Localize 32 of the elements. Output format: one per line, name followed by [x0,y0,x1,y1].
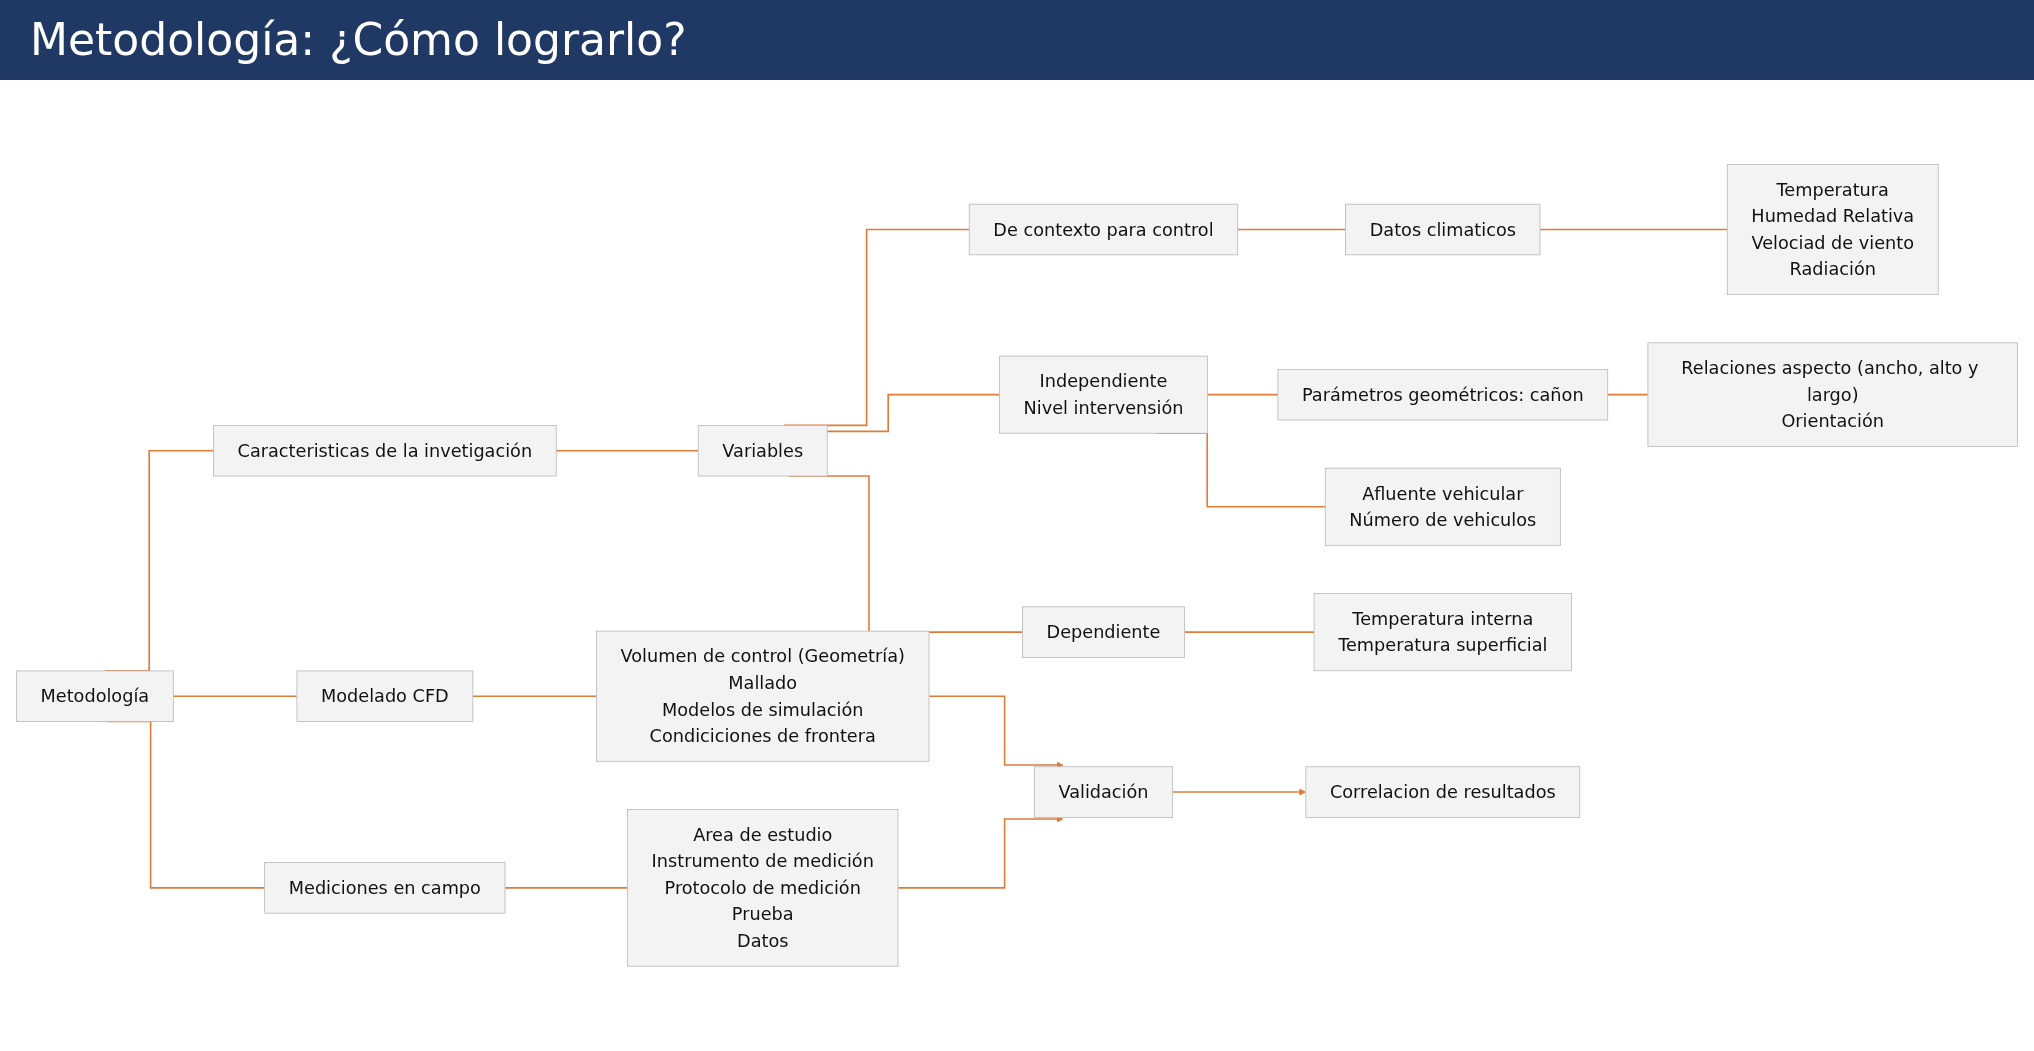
node-box: Dependiente [1022,606,1185,658]
connector [555,449,700,452]
node-box: Mediciones en campo [264,861,506,914]
connector [504,886,629,889]
node-box: Metodología [16,670,174,722]
arrow [897,815,1064,889]
node-box: Temperatura Humedad Relativa Velociad de viento Radiación [1726,163,1939,295]
node-box: Independiente Nivel intervensión [999,355,1208,434]
node-box: Parámetros geométricos: cañon [1277,368,1609,421]
node-box: Correlacion de resultados [1305,766,1581,818]
node-box: Temperatura interna Temperatura superficial [1313,592,1572,671]
node-box: Variables [697,424,828,477]
node-box: Datos climaticos [1345,203,1541,255]
connector [1183,631,1315,633]
node-box: Afluente vehicular Número de vehiculos [1324,467,1561,546]
connector [1539,228,1729,230]
connector [1206,393,1279,396]
node-box: Area de estudio Instrumento de medición Protocolo de medición Prueba Datos [627,808,899,967]
node-box: Relaciones aspecto (ancho, alto y largo) Orientación [1647,342,2018,447]
connector [472,695,598,697]
connector [826,393,1001,432]
node-box: Modelado CFD [296,670,474,722]
connector [1606,393,1649,396]
node-box: Validación [1033,766,1174,818]
node-box: De contexto para control [968,203,1239,255]
connector [1236,228,1347,230]
arrow [928,695,1064,769]
title-banner: Metodología: ¿Cómo lograrlo? [0,0,2034,80]
node-box: Volumen de control (Geometría) Mallado Modelos de simulación Condiciciones de frontera [596,630,930,762]
arrow [1171,788,1307,796]
node-box: Caracteristicas de la invetigación [213,424,557,477]
connector [172,695,298,697]
